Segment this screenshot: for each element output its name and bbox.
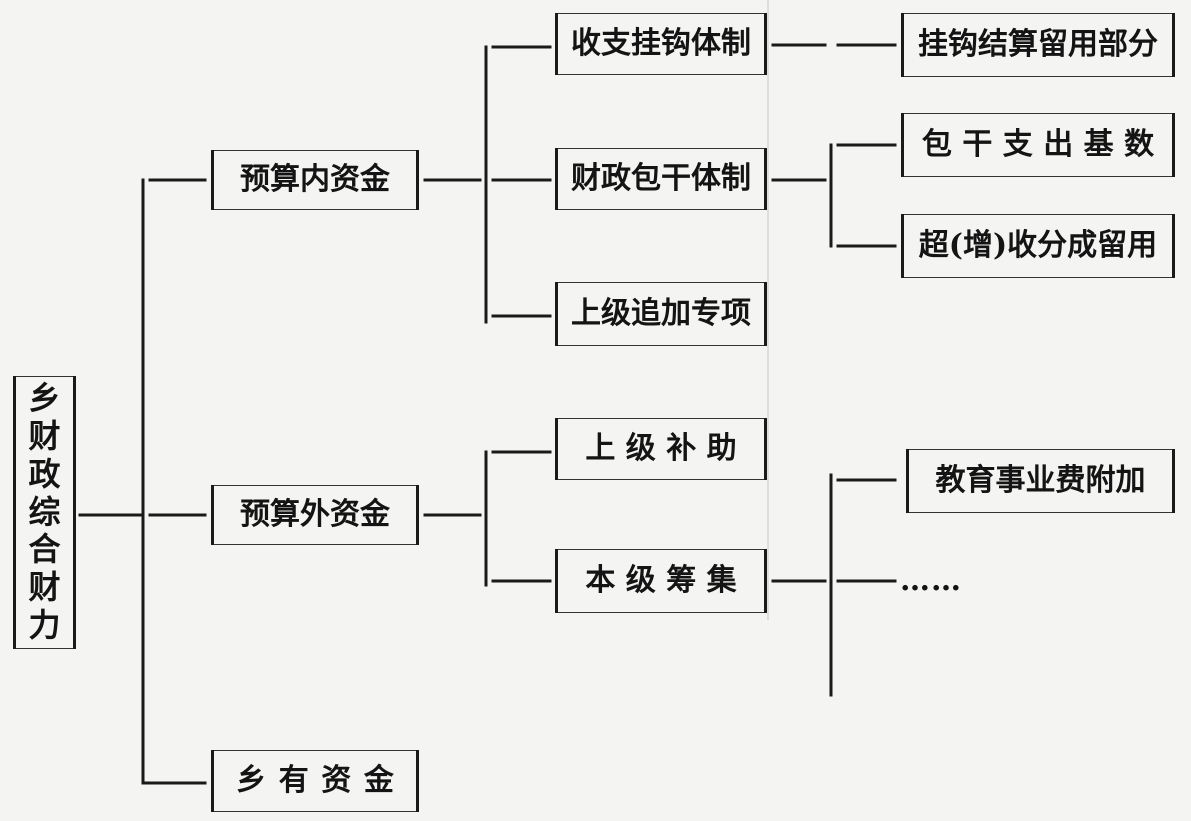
township-owned-box: 乡有资金 [211, 750, 419, 812]
special-addition-box: 上级追加专项 [555, 282, 767, 346]
excess-share-label: 超(增)收分成留用 [918, 228, 1158, 263]
linked-settlement-label: 挂钩结算留用部分 [918, 27, 1158, 62]
local-raising-box: 本 级 筹 集 [555, 549, 767, 613]
budget-outer-box: 预算外资金 [211, 485, 419, 545]
township-owned-label: 乡有资金 [236, 763, 407, 798]
expenditure-base-label: 包 干 支 出 基 数 [921, 127, 1155, 162]
root-label: 乡财政综合财力 [28, 379, 61, 644]
budget-outer-label: 预算外资金 [240, 497, 390, 532]
fiscal-contract-label: 财政包干体制 [571, 161, 751, 196]
education-surcharge-label: 教育事业费附加 [935, 463, 1146, 498]
higher-subsidy-label: 上 级 补 助 [585, 431, 737, 466]
revenue-linked-label: 收支挂钩体制 [571, 26, 751, 61]
ellipsis-text: …… [900, 563, 962, 598]
education-surcharge-box: 教育事业费附加 [906, 449, 1175, 513]
special-addition-label: 上级追加专项 [571, 296, 751, 331]
budget-inner-label: 预算内资金 [240, 162, 390, 197]
local-raising-label: 本 级 筹 集 [585, 563, 737, 598]
expenditure-base-box: 包 干 支 出 基 数 [901, 113, 1175, 177]
excess-share-box: 超(增)收分成留用 [901, 214, 1175, 278]
higher-subsidy-box: 上 级 补 助 [555, 418, 767, 480]
fiscal-contract-box: 财政包干体制 [555, 148, 767, 210]
budget-inner-box: 预算内资金 [211, 150, 419, 210]
root-box: 乡财政综合财力 [13, 376, 76, 649]
linked-settlement-box: 挂钩结算留用部分 [901, 13, 1175, 77]
revenue-linked-box: 收支挂钩体制 [555, 13, 767, 75]
